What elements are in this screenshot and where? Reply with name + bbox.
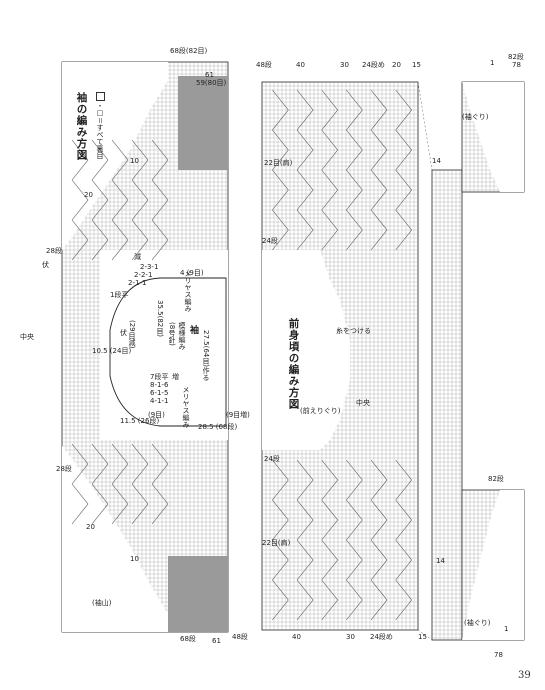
front-armhole-bottom: (袖ぐり) <box>464 619 491 627</box>
guide-lines <box>417 81 433 641</box>
sleeve-mark-28-top: 28段 <box>46 247 62 255</box>
front-right-1-bottom: 1 <box>504 625 509 633</box>
armhole-strip-frame <box>431 169 463 641</box>
front-cables-top <box>272 89 413 251</box>
front-rows-24-bottom: 24段 <box>264 455 280 463</box>
schematic-inc-note-2: 8-1-6 <box>150 381 169 389</box>
front-right-mark-1: 1 <box>490 59 495 67</box>
armhole-strip-lines <box>432 170 462 640</box>
front-right-14-bottom: 14 <box>436 557 445 565</box>
schematic-bind-off: 伏 <box>120 329 127 337</box>
front-mark-24-top: 24段め <box>362 61 385 69</box>
schematic-inc-note-3: 6-1-5 <box>150 389 169 397</box>
sleeve-cables-top <box>71 139 169 261</box>
schematic-height-total: 35.5(82目) <box>156 300 164 337</box>
sleeve-cap-label: (袖山) <box>92 599 112 607</box>
sleeve-count-top: 59(80目) <box>196 79 227 87</box>
schematic-sleeve-label: 袖 <box>188 325 198 334</box>
schematic-sleeve-width: 10.5 (24目) <box>92 347 132 355</box>
sleeve-mark-20-bottom: 20 <box>86 523 95 531</box>
front-mark-15-bottom: 15 <box>418 633 427 641</box>
sleeve-sts-top: 61 <box>205 71 214 79</box>
sleeve-sts-bottom: 61 <box>212 637 221 645</box>
schematic-inc-note-1: 7段平 <box>150 373 169 381</box>
schematic-cap-decrease: (29目減) <box>128 320 136 349</box>
front-mark-30-bottom: 30 <box>346 633 355 641</box>
sleeve-cap-mask-bottom <box>62 446 168 632</box>
schematic-dec-note-3: 2-2-1 <box>134 271 153 279</box>
front-shoulder-top: 22目(肩) <box>264 159 293 167</box>
sleeve-schematic-outline <box>109 277 227 427</box>
front-yarn-label: 糸をつける <box>336 327 371 335</box>
front-collar-mask <box>262 250 350 450</box>
sleeve-cap-mask-top <box>62 62 168 250</box>
front-mark-40-bottom: 40 <box>292 633 301 641</box>
schematic-needle-label: (8号針) <box>168 322 176 346</box>
schematic-cuff-9-inc: (9目増) <box>226 411 250 419</box>
sleeve-row-28-label: 28段 <box>56 465 72 473</box>
armhole-top-mask <box>462 82 524 192</box>
front-right-rows-82-bottom: 82段 <box>488 475 504 483</box>
legend-text: ・□＝すべて裏目 <box>96 102 104 159</box>
schematic-inc-label: 増 <box>172 373 179 381</box>
sleeve-cables-bottom <box>71 443 169 525</box>
schematic-cap-rows: 11.5 (26段) <box>120 417 160 425</box>
front-mark-30-top: 30 <box>340 61 349 69</box>
schematic-dec-note-2: 2-1-1 <box>128 279 147 287</box>
schematic-dec-note-1: 1段平 <box>110 291 129 299</box>
schematic-stockinette-top: メリヤス編み <box>184 270 192 312</box>
schematic-area <box>100 250 228 440</box>
front-rows-24-top: 24段 <box>262 237 278 245</box>
front-right-14: 14 <box>432 157 441 165</box>
front-collar-label: (前えりぐり) <box>300 407 341 415</box>
front-chart-title: 前身頃の編み方図 <box>287 318 300 410</box>
page-number: 39 <box>518 670 531 681</box>
schematic-count-4: 4 (9目) <box>180 269 204 277</box>
sleeve-shaded-top <box>178 76 228 170</box>
schematic-dec-label: 減 <box>134 253 141 261</box>
sleeve-mark-10-top: 10 <box>130 157 139 165</box>
schematic-inc-note-4: 4-1-1 <box>150 397 169 405</box>
sleeve-bind-off-label: 伏 <box>42 261 49 269</box>
armhole-bottom-mask <box>462 490 524 640</box>
schematic-stockinette-bottom: メリヤス編み <box>182 386 190 428</box>
front-rows-48-top: 48段 <box>256 61 272 69</box>
front-center-label: 中央 <box>356 399 370 407</box>
front-right-78-bottom: 78 <box>494 651 503 659</box>
front-mark-24-bottom: 24段め <box>370 633 393 641</box>
front-cables-bottom <box>272 459 413 621</box>
front-armhole-top: (袖ぐり) <box>462 113 489 121</box>
front-right-rows-82: 82段 <box>508 53 524 61</box>
legend-square-icon <box>96 92 105 101</box>
sleeve-mark-20-top: 20 <box>84 191 93 199</box>
front-right-78: 78 <box>512 61 521 69</box>
schematic-cuff-9: (9目) <box>148 411 165 419</box>
front-mark-20-top: 20 <box>392 61 401 69</box>
sleeve-center-label: 中央 <box>20 333 34 341</box>
sleeve-rows-top: 68段(82目) <box>170 47 208 55</box>
front-shoulder-bottom: 22目(肩) <box>262 539 291 547</box>
front-mark-15-top: 15 <box>412 61 421 69</box>
schematic-pattern-label: 模様編み <box>178 322 186 350</box>
schematic-cuff-width: 27.5(64目)作る <box>202 330 210 381</box>
sleeve-shaded-bottom <box>168 556 228 632</box>
sleeve-rows-bottom: 68段 <box>180 635 196 643</box>
front-rows-48-bottom: 48段 <box>232 633 248 641</box>
schematic-body-height: 28.5 (68段) <box>198 423 238 431</box>
sleeve-mark-10-bottom: 10 <box>130 555 139 563</box>
front-mark-40-top: 40 <box>296 61 305 69</box>
sleeve-chart-title: 袖の編み方図 <box>75 92 88 161</box>
schematic-dec-note-4: 2-3-1 <box>140 263 159 271</box>
